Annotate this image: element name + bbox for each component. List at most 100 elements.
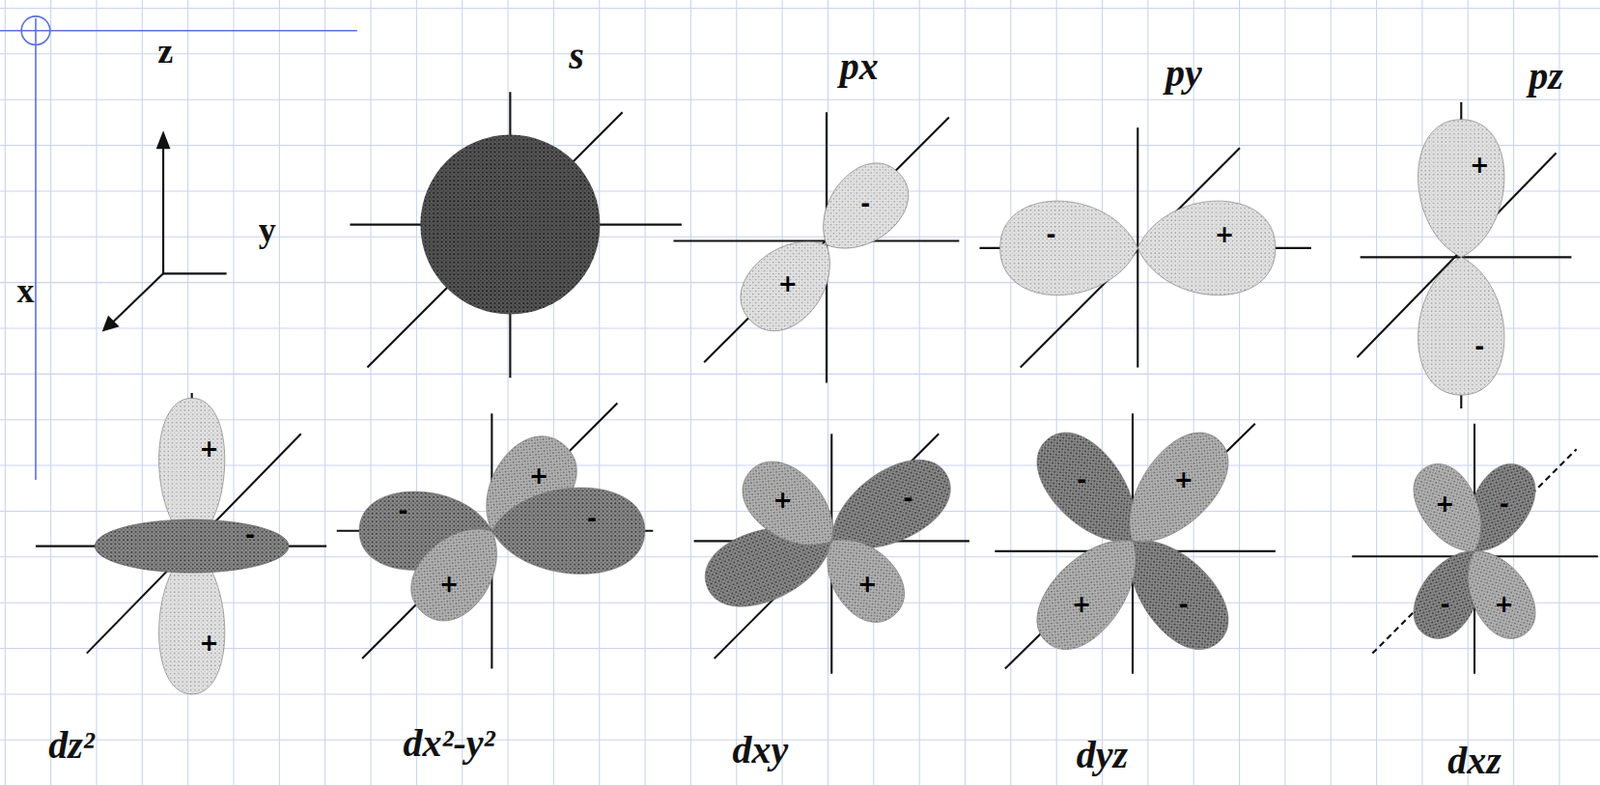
phase-sign: +	[1434, 492, 1455, 516]
axis-label: y	[258, 212, 277, 248]
grid-line	[1101, 0, 1103, 785]
grid-line	[1375, 0, 1377, 785]
phase-sign: +	[772, 488, 792, 512]
phase-sign: +	[1071, 592, 1092, 617]
grid-line	[919, 0, 921, 785]
phase-sign: +	[529, 464, 549, 488]
grid-line	[0, 53, 1600, 55]
orbital-lobe	[1401, 452, 1499, 565]
orbital-name: py	[1165, 54, 1203, 93]
phase-sign: +	[1494, 592, 1515, 617]
grid-line	[735, 0, 737, 785]
orbital-name: dxz	[1447, 741, 1502, 781]
orbital-lobe	[1418, 119, 1505, 258]
grid-line	[95, 0, 97, 785]
grid-line	[0, 7, 1600, 9]
orbital-lobe	[1020, 518, 1160, 666]
grid-line	[461, 0, 463, 785]
grid-line	[1330, 0, 1332, 785]
dz2-ring	[94, 519, 289, 573]
phase-sign: +	[1469, 153, 1489, 177]
grid-line	[416, 0, 418, 785]
phase-sign: -	[245, 523, 255, 547]
phase-sign: +	[778, 272, 798, 296]
grid-line	[0, 693, 1600, 695]
axis-label: x	[16, 273, 34, 309]
grid-line	[964, 0, 966, 785]
grid-line	[0, 327, 1600, 329]
grid-line	[1238, 0, 1240, 785]
grid-line	[369, 0, 371, 785]
grid-line	[4, 0, 6, 785]
grid-line	[1558, 0, 1560, 785]
grid-line	[872, 0, 874, 785]
grid-line	[0, 190, 1600, 192]
orbital-name: dx²-y²	[402, 724, 495, 763]
grid-line	[1421, 0, 1423, 785]
orbital-name: s	[568, 36, 585, 76]
s-orbital-sphere	[420, 135, 600, 315]
grid-line	[232, 0, 234, 785]
phase-sign: +	[1174, 468, 1194, 492]
grid-line	[50, 0, 52, 785]
axis-label: z	[157, 33, 173, 69]
grid-line	[0, 647, 1600, 649]
phase-sign: -	[903, 486, 914, 510]
grid-line	[0, 373, 1600, 375]
grid-line	[1284, 0, 1286, 785]
phase-sign: -	[1178, 592, 1189, 617]
orbital-lobe	[1450, 536, 1548, 649]
orbital-lobes	[94, 119, 1547, 695]
axes	[35, 91, 1599, 695]
grid-line	[507, 0, 509, 785]
axis-arrowhead	[156, 130, 171, 149]
axis-line	[1360, 255, 1572, 258]
orbital-lobe	[1137, 200, 1276, 296]
phase-sign: -	[397, 499, 408, 523]
grid-line	[827, 0, 829, 785]
grid-line	[0, 739, 1600, 741]
phase-sign: -	[1474, 335, 1485, 359]
decor-circle	[21, 16, 51, 46]
grid-line	[0, 602, 1600, 604]
phase-sign: -	[1076, 468, 1087, 492]
grid-line	[782, 0, 784, 785]
orbital-name: dxy	[731, 730, 788, 770]
decor-line	[34, 18, 37, 480]
orbital-lobe	[1000, 200, 1139, 296]
phase-sign: +	[199, 437, 220, 461]
phase-sign: +	[1214, 223, 1235, 247]
axis-line	[673, 239, 959, 242]
axis-line	[110, 273, 164, 325]
orbital-lobe	[807, 520, 918, 636]
grid-line	[1056, 0, 1058, 785]
grid-line	[0, 419, 1600, 421]
grid-line	[1010, 0, 1011, 785]
orbital-lobe	[725, 219, 852, 346]
orbital-name: dyz	[1076, 735, 1128, 775]
axis-line	[162, 142, 165, 274]
grid-line	[0, 144, 1600, 146]
phase-sign: -	[860, 192, 871, 216]
grid-line	[1193, 0, 1195, 785]
phase-sign: +	[857, 572, 877, 596]
phase-sign: -	[587, 506, 597, 531]
grid-line	[141, 0, 143, 785]
grid-line	[598, 0, 600, 785]
phase-sign: -	[1045, 223, 1056, 247]
axis-line	[1372, 449, 1576, 653]
grid-line	[1147, 0, 1149, 785]
axis-line	[703, 117, 950, 364]
orbital-name: dz²	[48, 726, 95, 765]
grid-line	[553, 0, 555, 785]
grid-line	[645, 0, 646, 785]
grid-line	[1513, 0, 1515, 785]
decor-line	[0, 29, 358, 32]
grid-line	[0, 99, 1600, 101]
orbital-lobe	[395, 507, 519, 636]
grid-line	[690, 0, 692, 785]
orbital-name: pz	[1528, 56, 1564, 96]
axis-line	[366, 112, 622, 367]
